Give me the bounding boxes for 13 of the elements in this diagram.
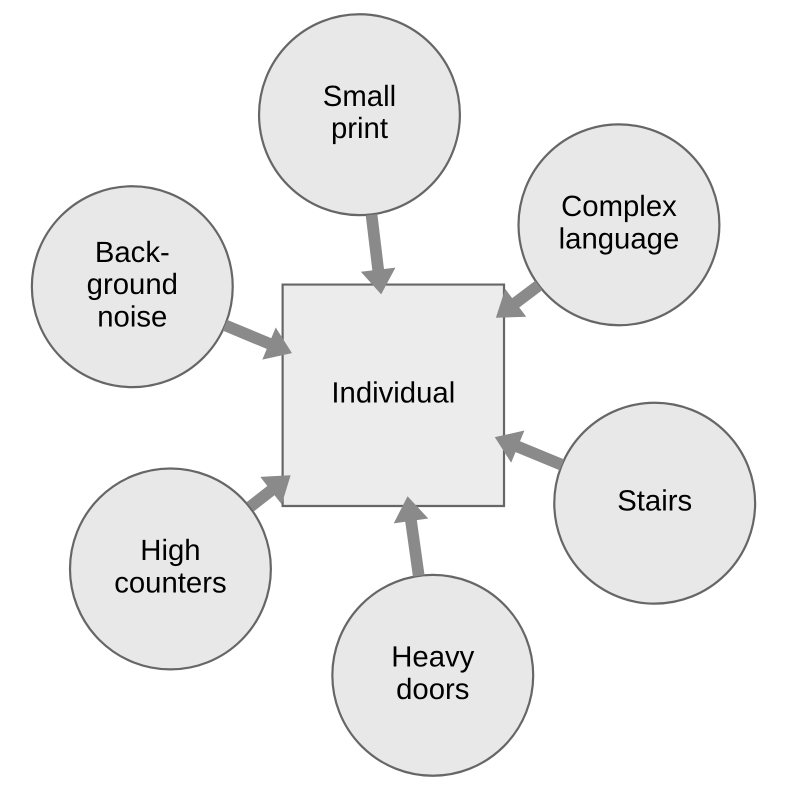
arrow bbox=[494, 430, 564, 470]
node-circle: Small print bbox=[258, 13, 461, 216]
arrow bbox=[246, 475, 291, 512]
node-box: Individual bbox=[282, 283, 506, 508]
arrow bbox=[360, 214, 396, 294]
node-circle: Stairs bbox=[553, 402, 756, 605]
node-circle: Back- ground noise bbox=[30, 185, 234, 388]
arrow bbox=[496, 280, 542, 318]
arrow bbox=[394, 496, 428, 577]
node-circle: High counters bbox=[68, 467, 272, 670]
arrow bbox=[222, 320, 292, 360]
node-circle: Complex language bbox=[517, 123, 720, 326]
node-circle: Heavy doors bbox=[331, 574, 534, 777]
